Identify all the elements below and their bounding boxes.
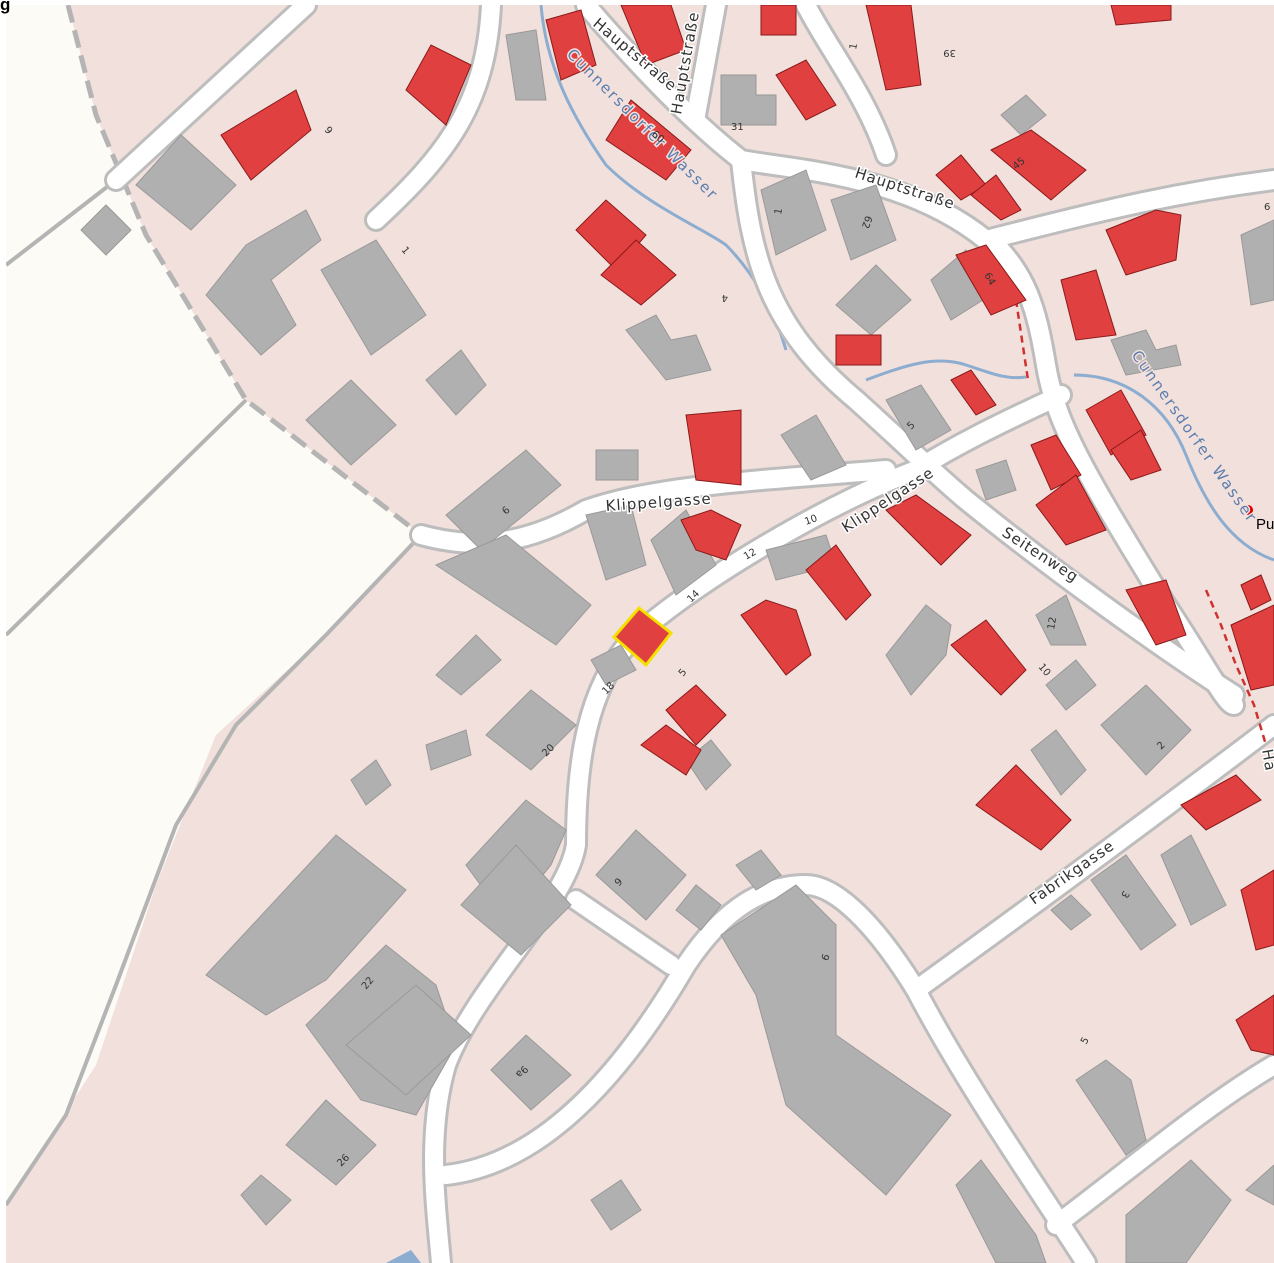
map-corner-label: g [0,0,11,14]
roads-fill [107,5,1274,1263]
house-number: 1 [773,207,785,215]
poi-marker-icon[interactable] [1243,505,1253,515]
map-canvas[interactable]: Pu Hauptstraße Hauptstraße Hauptstraße K… [6,5,1274,1263]
house-number: 3 [1118,889,1131,900]
selected-building[interactable] [611,605,674,668]
house-number: 12 [1046,616,1059,630]
house-number: 6 [1264,202,1270,213]
house-number: 5 [677,667,690,679]
house-number: 4 [722,292,728,303]
water-body [386,1250,421,1263]
house-number: 31 [731,122,744,133]
house-number: 1 [399,245,412,257]
house-number: 62 [859,214,874,230]
footpaths [1014,299,1268,746]
farmland-area [6,5,421,1205]
buildings-highlighted[interactable] [220,5,1274,1056]
buildings-gray [80,29,1274,1263]
house-number: 1 [848,42,860,50]
poi-label: Pu [1256,516,1274,533]
house-number: 39 [943,47,956,58]
house-number: 9 [322,125,335,137]
house-number: 5 [1079,1035,1092,1046]
field-edges [6,178,423,1207]
house-number: 10 [803,513,819,528]
house-number: 9 [818,952,831,962]
admin-boundary [65,5,423,537]
